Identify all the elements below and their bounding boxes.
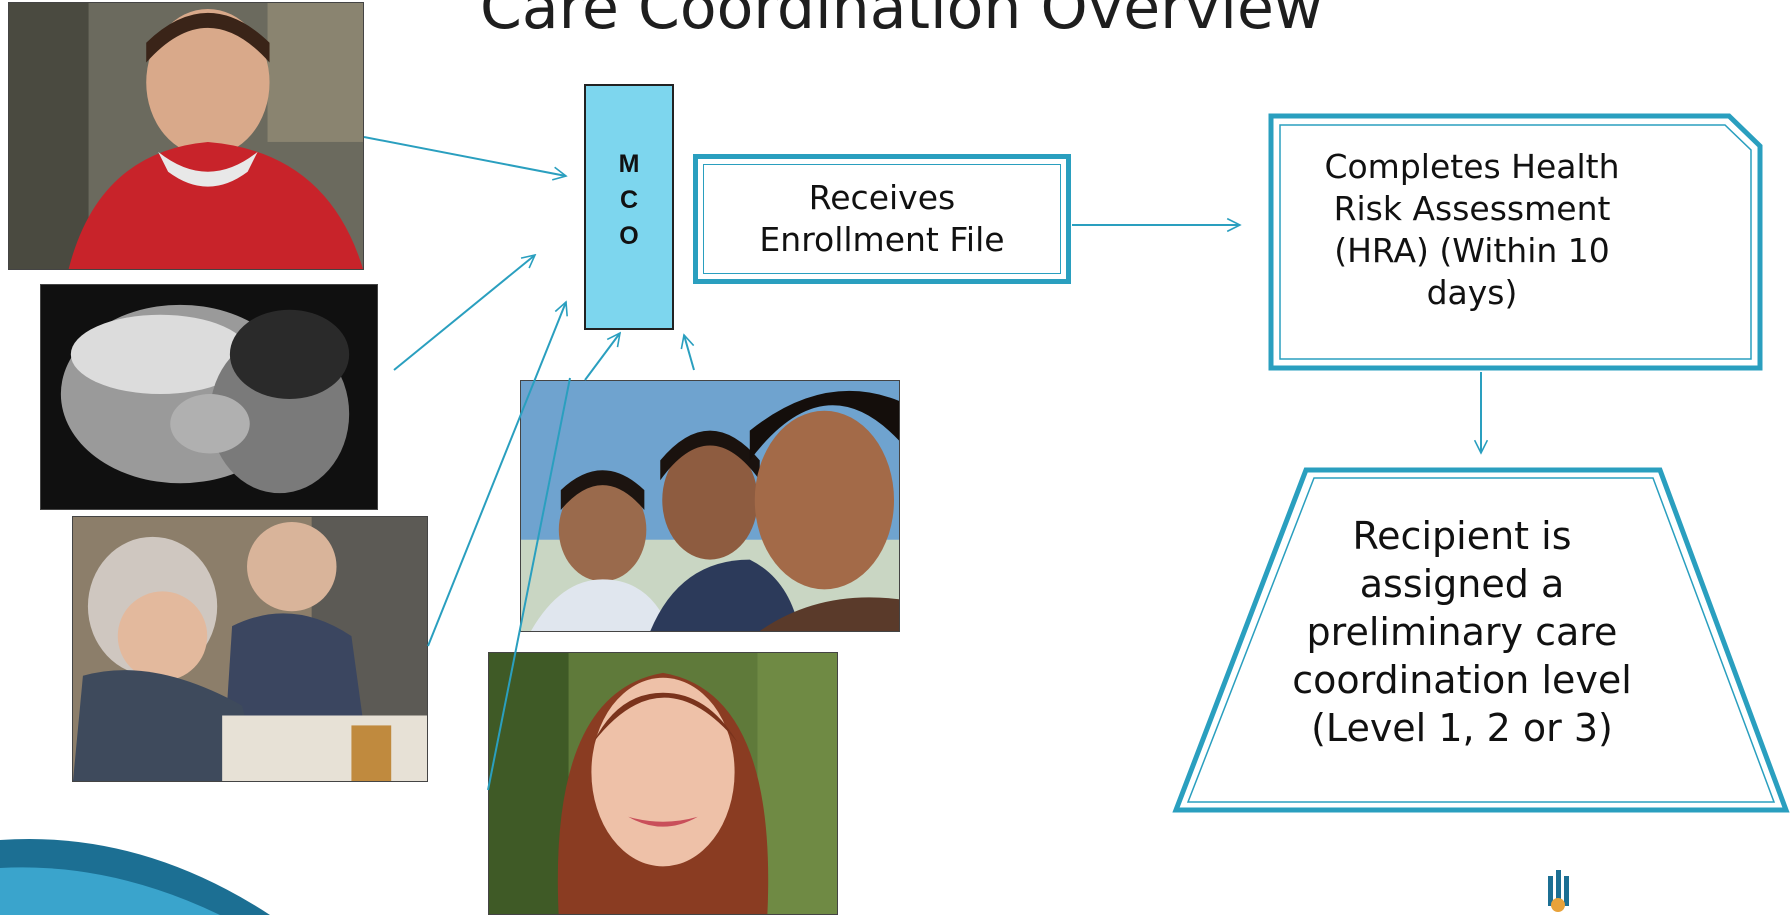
photo-young-woman bbox=[488, 652, 838, 915]
level-box-shape bbox=[1172, 467, 1790, 813]
hra-line-4: days) bbox=[1426, 273, 1518, 312]
hra-line-3: (HRA) (Within 10 bbox=[1334, 231, 1610, 270]
level-line-1: Recipient is bbox=[1352, 514, 1572, 558]
page-title: Care Coordination Overview bbox=[480, 0, 1323, 43]
photo-boy-red-shirt bbox=[8, 2, 364, 270]
level-line-3: preliminary care bbox=[1306, 610, 1618, 654]
arrow-woman-to-mco bbox=[487, 377, 571, 791]
mco-letter-c: C bbox=[619, 186, 639, 214]
level-line-2: assigned a bbox=[1359, 562, 1565, 606]
enrollment-line-1: Receives bbox=[808, 178, 956, 217]
mco-box: M C O bbox=[584, 84, 674, 330]
level-line-5: (Level 1, 2 or 3) bbox=[1311, 706, 1613, 750]
photo-three-boys bbox=[520, 380, 900, 632]
mco-letter-m: M bbox=[618, 150, 640, 178]
photo-mother-kissing-child bbox=[40, 284, 378, 510]
hra-box-text: Completes Health Risk Assessment (HRA) (… bbox=[1272, 146, 1672, 314]
arrow-elderly-to-mco bbox=[427, 302, 566, 647]
corner-swoosh bbox=[0, 838, 270, 915]
level-box-text: Recipient is assigned a preliminary care… bbox=[1232, 512, 1692, 752]
enrollment-box: Receives Enrollment File bbox=[693, 154, 1071, 284]
hra-line-1: Completes Health bbox=[1324, 147, 1620, 186]
hra-line-2: Risk Assessment bbox=[1333, 189, 1611, 228]
arrow-boys-to-mco bbox=[584, 333, 620, 381]
enrollment-line-2: Enrollment File bbox=[759, 220, 1005, 259]
arrow-mother-to-mco bbox=[393, 255, 535, 371]
arrow-up-right bbox=[684, 335, 695, 371]
photo-elderly-couple-painting bbox=[72, 516, 428, 782]
hra-box-shape bbox=[1268, 113, 1763, 371]
mco-letter-o: O bbox=[619, 222, 639, 250]
level-line-4: coordination level bbox=[1292, 658, 1632, 702]
logo-icon bbox=[1548, 870, 1569, 912]
arrow-boy-to-mco bbox=[363, 136, 566, 176]
